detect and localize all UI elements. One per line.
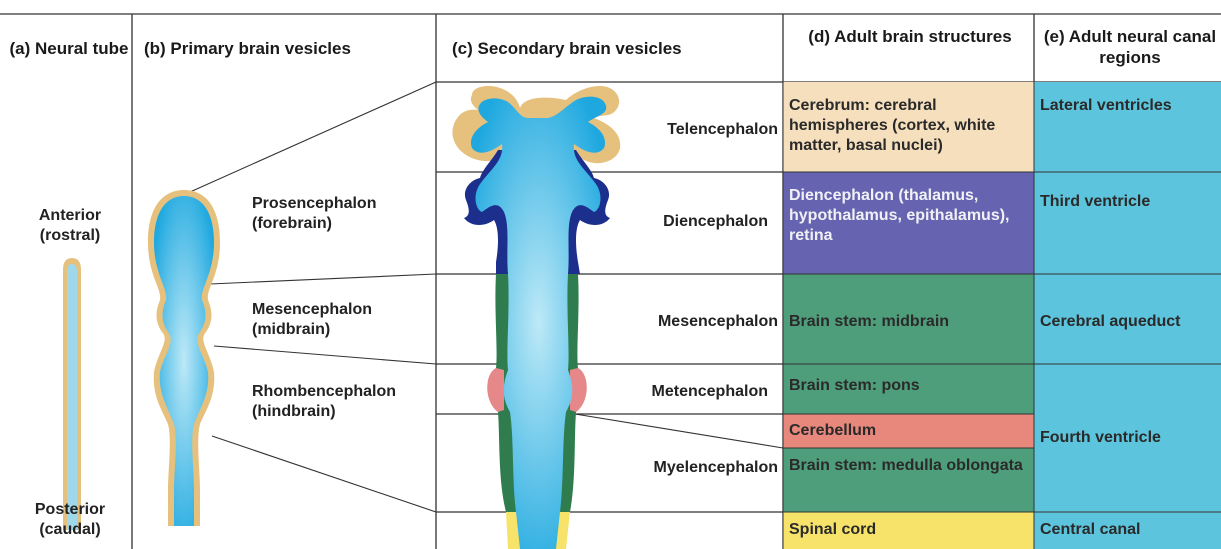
primary-vesicles-graphic <box>148 190 220 526</box>
rhombencephalon-label: Rhombencephalon (hindbrain) <box>252 382 432 422</box>
myelencephalon-label: Myelencephalon <box>606 458 778 478</box>
fourth-ventricle-cell: Fourth ventricle <box>1034 364 1221 512</box>
telencephalon-label: Telencephalon <box>622 120 778 140</box>
metencephalon-label: Metencephalon <box>606 382 768 402</box>
cerebellum-cell: Cerebellum <box>783 414 1034 448</box>
header-neural-tube: (a) Neural tube <box>8 38 130 59</box>
lateral-ventricles-cell: Lateral ventricles <box>1034 82 1221 172</box>
header-adult-structures: (d) Adult brain structures <box>800 26 1020 47</box>
pons-cell: Brain stem: pons <box>783 364 1034 414</box>
midbrain-cell: Brain stem: midbrain <box>783 274 1034 364</box>
header-primary-vesicles: (b) Primary brain vesicles <box>144 38 434 59</box>
cerebral-aqueduct-cell: Cerebral aqueduct <box>1034 274 1221 364</box>
diencephalon-structure-cell: Diencephalon (thalamus, hypothalamus, ep… <box>783 172 1034 274</box>
central-canal-cell: Central canal <box>1034 512 1221 549</box>
neural-tube-graphic <box>63 258 81 530</box>
spinal-cord-cell: Spinal cord <box>783 512 1034 549</box>
cerebrum-cell: Cerebrum: cerebral hemispheres (cortex, … <box>783 82 1034 172</box>
posterior-label: Posterior (caudal) <box>8 500 132 540</box>
header-secondary-vesicles: (c) Secondary brain vesicles <box>452 38 782 59</box>
diencephalon-label: Diencephalon <box>622 212 768 232</box>
mesencephalon-secondary-label: Mesencephalon <box>606 312 778 332</box>
prosencephalon-label: Prosencephalon (forebrain) <box>252 194 432 234</box>
anterior-label: Anterior (rostral) <box>8 206 132 246</box>
mesencephalon-primary-label: Mesencephalon (midbrain) <box>252 300 432 340</box>
secondary-vesicles-graphic <box>452 86 620 549</box>
header-canal-regions: (e) Adult neural canal regions <box>1040 26 1220 68</box>
medulla-cell: Brain stem: medulla oblongata <box>783 448 1034 512</box>
third-ventricle-cell: Third ventricle <box>1034 172 1221 274</box>
